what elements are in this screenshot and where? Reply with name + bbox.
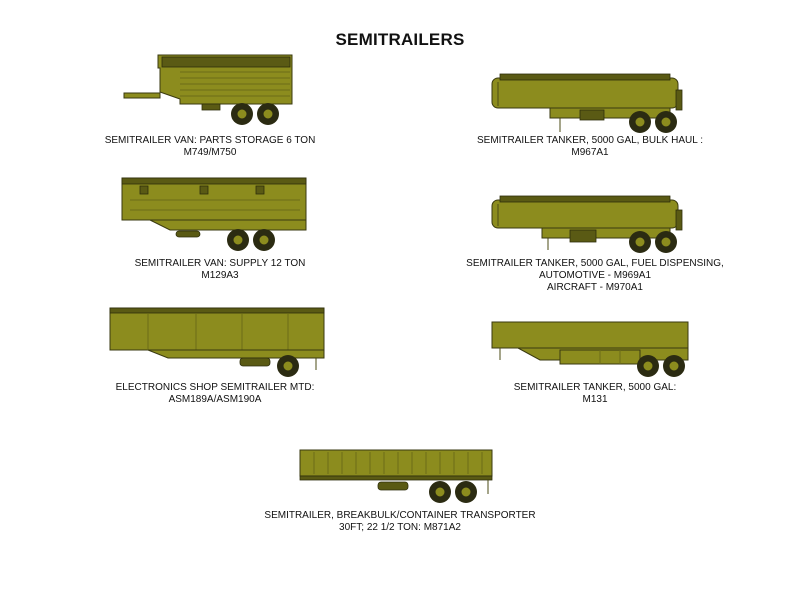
caption-semitrailer-tanker-fuel-dispensing: SEMITRAILER TANKER, 5000 GAL, FUEL DISPE…: [466, 258, 724, 293]
semitrailer-van-supply-illustration: [121, 177, 307, 251]
electronics-shop-semitrailer-illustration: [109, 307, 325, 377]
caption-electronics-shop-semitrailer: ELECTRONICS SHOP SEMITRAILER MTD: ASM189…: [115, 382, 315, 405]
caption-semitrailer-tanker-bulk-haul: SEMITRAILER TANKER, 5000 GAL, BULK HAUL …: [476, 135, 703, 158]
caption-semitrailer-van-parts-storage: SEMITRAILER VAN: PARTS STORAGE 6 TON M74…: [104, 135, 316, 158]
page-title: SEMITRAILERS: [335, 30, 465, 49]
caption-semitrailer-van-supply: SEMITRAILER VAN: SUPPLY 12 TON M129A3: [134, 258, 306, 281]
semitrailer-van-parts-storage-illustration: [123, 54, 293, 125]
semitrailer-breakbulk-container-transporter-illustration: [299, 449, 493, 503]
semitrailer-tanker-fuel-dispensing-illustration: [491, 195, 683, 253]
semitrailer-tanker-bulk-haul-illustration: [491, 73, 683, 133]
caption-semitrailer-tanker-m131: SEMITRAILER TANKER, 5000 GAL: M131: [513, 382, 677, 405]
semitrailer-tanker-m131-illustration: [491, 321, 689, 377]
caption-semitrailer-breakbulk-container-transporter: SEMITRAILER, BREAKBULK/CONTAINER TRANSPO…: [264, 510, 536, 533]
